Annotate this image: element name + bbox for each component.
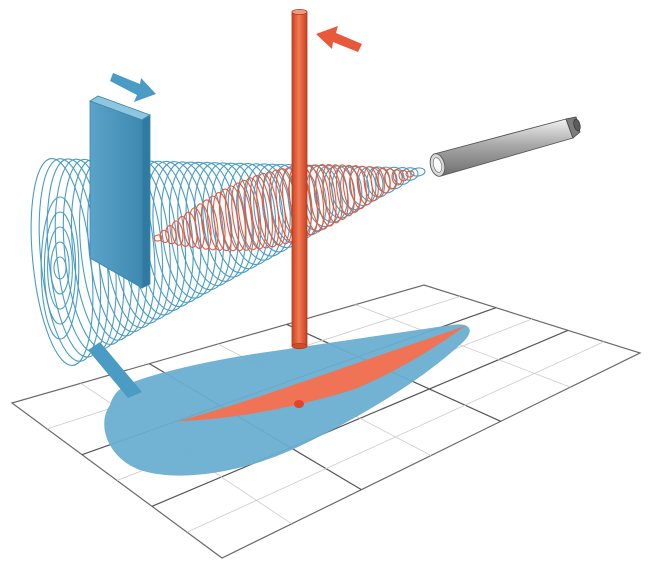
orange-coil-ring <box>231 182 253 251</box>
orange-coil-ring <box>315 164 337 227</box>
blue-plate <box>89 95 151 289</box>
blue-coil-ring <box>375 166 398 194</box>
orange-coil-ring <box>342 164 361 213</box>
orange-coil-ring <box>206 195 226 251</box>
orange-coil-ring <box>405 170 415 178</box>
orange-coil-ring <box>159 229 170 244</box>
blue-coil-ring <box>410 167 426 177</box>
blue-coil-ring <box>30 157 94 367</box>
blue-coil-ring <box>50 241 70 295</box>
orange-coil-ring <box>349 165 367 210</box>
orange-coil-ring <box>384 168 397 190</box>
orange-coil-ring <box>194 203 212 250</box>
orange-coil-ring <box>322 164 343 224</box>
orange-coil-beam <box>153 164 415 252</box>
orange-coil-ring <box>370 166 385 198</box>
orange-coil-ring <box>335 164 355 217</box>
blue-coil-ring <box>227 162 277 266</box>
orange-coil-ring <box>377 167 391 194</box>
orange-coil-ring <box>171 220 184 246</box>
blue-coil-ring <box>210 162 262 274</box>
slab-shadow <box>88 342 142 398</box>
orange-coil-ring <box>153 234 163 242</box>
blue-coil-ring <box>168 161 225 295</box>
orange-coil-ring <box>225 185 246 252</box>
orange-coil-ring <box>398 169 409 182</box>
arrow-right-icon <box>110 73 156 102</box>
orange-coil-ring <box>188 207 205 249</box>
orange-coil-ring <box>391 169 403 186</box>
orange-coil-ring <box>363 166 379 202</box>
orange-coil-ring <box>177 215 191 247</box>
red-rod <box>291 8 308 349</box>
blue-coil-ring <box>53 256 67 280</box>
blue-coil-ring <box>47 226 73 310</box>
arrow-left-icon <box>316 26 362 52</box>
steel-cylinder-source <box>429 116 581 177</box>
orange-coil-ring <box>329 164 349 221</box>
orange-coil-ring <box>218 188 240 252</box>
rod-ground-point <box>294 400 304 408</box>
orange-coil-ring <box>200 199 219 251</box>
orange-coil-ring <box>212 192 233 252</box>
blue-coil-ring <box>152 161 210 303</box>
grid-line <box>186 341 605 533</box>
orange-coil-ring <box>165 225 177 245</box>
blue-coil-ring <box>43 211 77 325</box>
blue-coil-ring <box>40 196 80 340</box>
blue-coil-ring <box>392 167 412 185</box>
orange-coil-ring <box>308 164 331 230</box>
